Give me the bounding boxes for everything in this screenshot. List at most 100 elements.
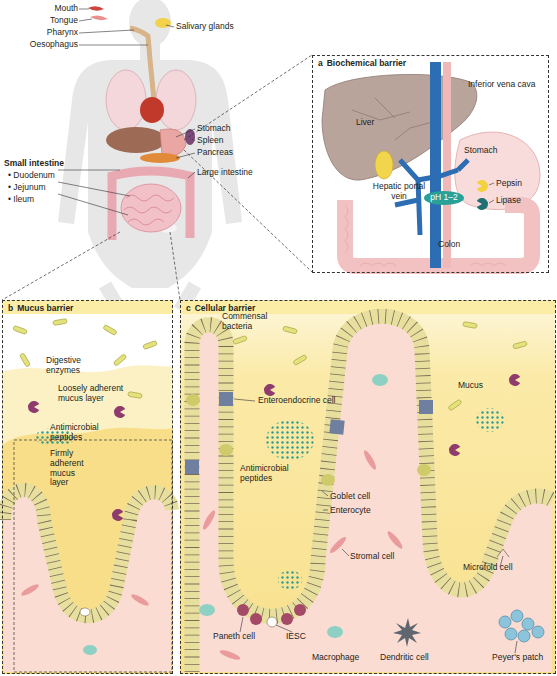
lamina-propria — [192, 316, 552, 672]
panel-letter: b — [8, 303, 13, 313]
peptide-cluster — [278, 570, 302, 590]
part-label: Mouth — [30, 4, 78, 14]
large-intestine — [112, 171, 190, 240]
bacterium — [143, 340, 158, 349]
lymphocyte — [532, 626, 544, 638]
part-label: Dendritic cell — [380, 653, 440, 663]
part-label: Mucus — [458, 381, 498, 391]
header-band — [2, 300, 173, 314]
bacterium — [53, 319, 68, 326]
bacterium — [283, 326, 298, 334]
part-label: Spleen — [197, 136, 257, 146]
bacterium — [448, 399, 462, 411]
part-label: Antimicrobial peptides — [50, 423, 114, 443]
pepsin-enzyme — [477, 180, 488, 192]
panel-box: cCellular barrier — [180, 300, 556, 674]
stromal-cell — [386, 530, 405, 551]
panel-letter: c — [186, 303, 191, 313]
digestive-enzyme — [114, 406, 125, 418]
part-label: Liver — [356, 118, 396, 128]
paneth-cell — [281, 613, 293, 625]
small-intestine — [121, 184, 181, 232]
enteroendocrine-cell — [185, 460, 199, 474]
stromal-cell — [20, 582, 40, 597]
part-label: Microfold cell — [463, 563, 533, 573]
pancreas — [140, 153, 180, 163]
leader-line — [234, 399, 517, 653]
inferior-vena-cava — [430, 62, 441, 268]
lymphocyte — [511, 610, 523, 622]
lymphocyte — [499, 616, 511, 628]
stromal-cell — [201, 509, 217, 531]
enteroendocrine-cell — [219, 392, 233, 406]
lung — [156, 70, 196, 130]
bacterium — [103, 325, 117, 336]
goblet-cell — [321, 474, 335, 486]
part-label: • Ileum — [8, 195, 68, 205]
bacterium — [20, 353, 31, 367]
bacterium — [233, 335, 248, 344]
panel-a-art — [312, 55, 549, 273]
part-label: • Jejunum — [8, 183, 68, 193]
paneth-cell — [237, 604, 249, 616]
firm-mucus — [2, 428, 173, 674]
macrophage — [327, 626, 343, 638]
panel-letter: a — [318, 58, 323, 68]
bacterium — [513, 341, 528, 349]
stomach — [160, 129, 186, 156]
zoom-box — [14, 440, 172, 672]
peptide-cluster — [476, 408, 504, 432]
lumen — [180, 300, 556, 674]
part-label: Tongue — [30, 16, 78, 26]
goblet-cell — [219, 444, 233, 456]
goblet-cell — [417, 464, 431, 476]
panel-c-art — [180, 300, 556, 674]
part-label: Stomach — [197, 124, 257, 134]
part-label: Stomach — [464, 146, 514, 156]
enteroendocrine-cell — [419, 400, 433, 414]
bacterium — [463, 322, 478, 329]
part-label: Lipase — [496, 196, 541, 206]
panel-heading: b Mucus barrier — [8, 304, 73, 314]
epithelium — [4, 490, 172, 616]
bacterium — [293, 355, 307, 366]
acid-region — [424, 191, 464, 205]
cell-borders — [192, 316, 552, 672]
part-label: Inferior vena cava — [468, 80, 548, 90]
lymphocyte — [518, 630, 530, 642]
lymphocyte — [522, 618, 534, 630]
goblet-cell — [186, 394, 200, 406]
part-label: Pharynx — [30, 28, 78, 38]
colon-folds — [345, 205, 506, 266]
peyers-patch — [499, 610, 544, 642]
macrophage — [199, 604, 215, 616]
part-label: Antimicrobial peptides — [240, 464, 304, 484]
stromal-cell — [219, 648, 242, 661]
tissue — [4, 490, 172, 672]
macrophage — [372, 374, 388, 386]
microfold-cell — [497, 549, 509, 557]
part-label: Colon — [438, 240, 478, 250]
part-label: Peyer's patch — [492, 653, 554, 663]
digestive-enzyme — [112, 509, 123, 521]
lymphocyte — [505, 628, 517, 640]
part-label: Salivary glands — [176, 22, 256, 32]
lung — [106, 70, 146, 130]
leader-line — [58, 9, 195, 215]
intestine-coils — [124, 195, 174, 225]
bacterium — [13, 325, 28, 334]
epithelium — [192, 316, 552, 672]
cell-borders — [4, 490, 172, 616]
tongue — [90, 15, 108, 20]
panel-title: Mucus barrier — [17, 303, 73, 313]
part-label: Loosely adherent mucus layer — [58, 384, 138, 404]
part-label: Paneth cell — [213, 632, 263, 642]
part-label: pH 1–2 — [425, 193, 463, 203]
dendritic-cell — [393, 618, 421, 647]
panel-title: Biochemical barrier — [327, 58, 406, 68]
part-label: Macrophage — [312, 653, 372, 663]
gallbladder — [375, 151, 393, 179]
part-label: Commensal bacteria — [222, 312, 270, 332]
